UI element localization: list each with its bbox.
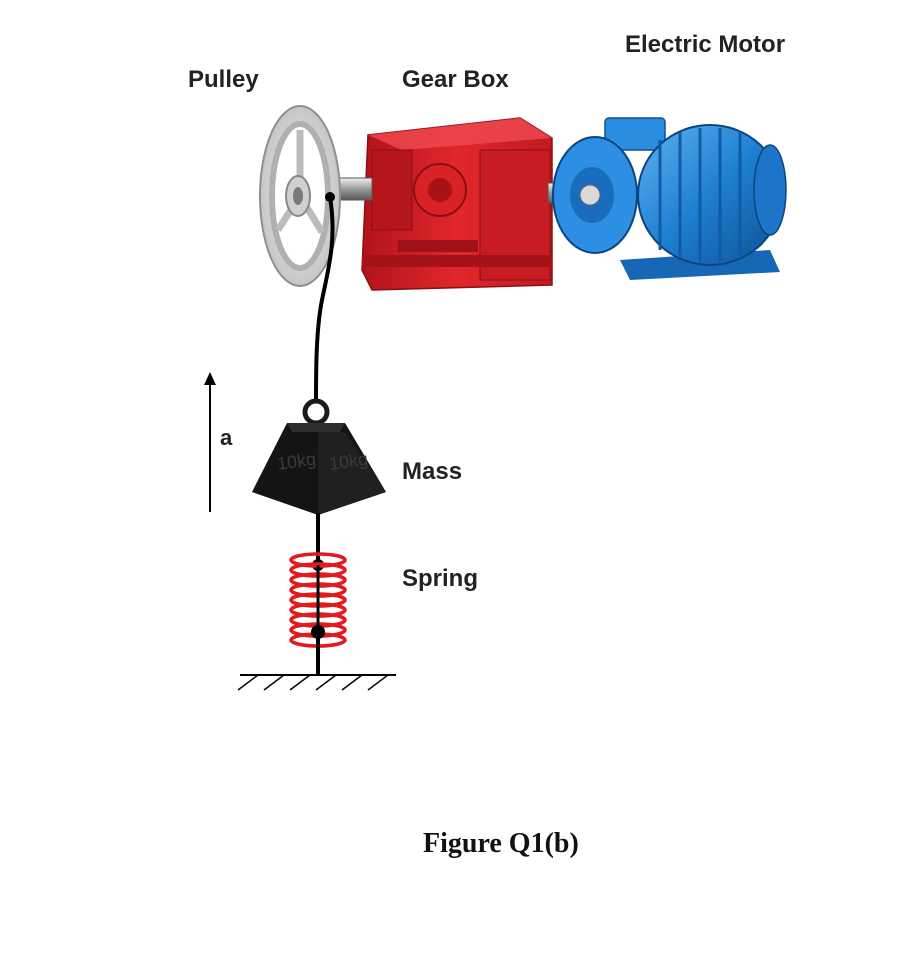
gearbox-image bbox=[361, 117, 553, 291]
mass-label: Mass bbox=[402, 458, 463, 485]
electric-motor-image bbox=[552, 117, 787, 280]
ground-symbol bbox=[237, 632, 396, 691]
spring-label: Spring bbox=[402, 565, 478, 592]
acceleration-label: a bbox=[220, 425, 233, 450]
mass-block: 10kg 10kg bbox=[252, 398, 386, 515]
pulley-label: Pulley bbox=[188, 66, 259, 93]
electric-motor-label: Electric Motor bbox=[625, 31, 786, 58]
cable bbox=[314, 196, 335, 403]
pulley-image bbox=[259, 105, 341, 287]
figure-caption: Figure Q1(b) bbox=[423, 828, 579, 859]
gearbox-label: Gear Box bbox=[402, 66, 509, 93]
acceleration-arrow bbox=[204, 372, 216, 512]
cable-anchor bbox=[325, 192, 335, 202]
